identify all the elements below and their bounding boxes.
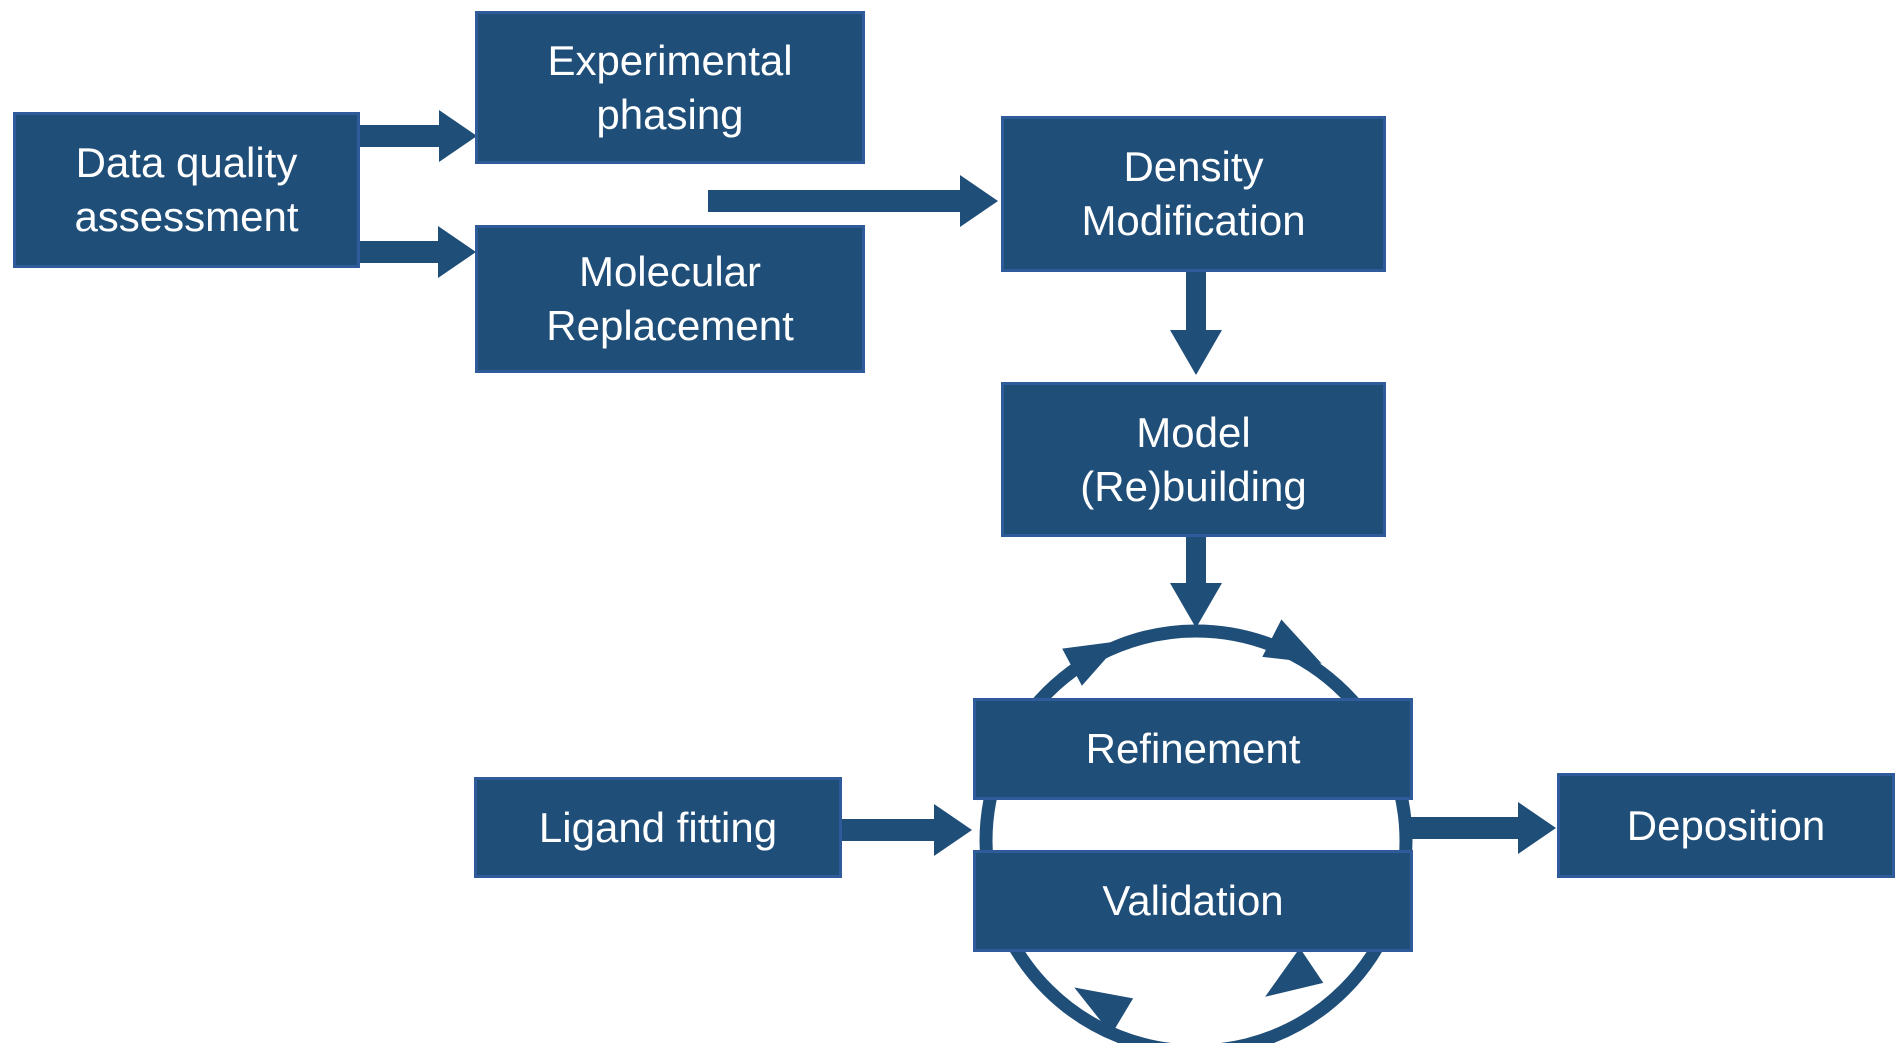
arrow-density-to-model: [1170, 272, 1222, 375]
node-model-rebuilding: Model (Re)building: [1001, 382, 1386, 537]
arrow-cycle-to-deposition: [1405, 802, 1556, 854]
cycle-arrowhead-top-left: [1062, 640, 1122, 686]
node-data-quality-assessment: Data quality assessment: [13, 112, 360, 268]
cycle-arrowhead-bottom-left: [1074, 987, 1134, 1035]
node-density-modification: Density Modification: [1001, 116, 1386, 272]
node-molecular-replacement: Molecular Replacement: [475, 225, 865, 373]
node-refinement: Refinement: [973, 698, 1413, 800]
node-deposition: Deposition: [1557, 773, 1895, 878]
cycle-arrowhead-bottom-right: [1265, 948, 1324, 997]
arrow-ligand-to-cycle: [842, 804, 972, 856]
node-ligand-fitting: Ligand fitting: [474, 777, 842, 878]
node-experimental-phasing: Experimental phasing: [475, 11, 865, 164]
cycle-ring: [979, 624, 1413, 1043]
cycle-arrowhead-top-right: [1262, 619, 1322, 664]
arrow-phasing-to-density: [708, 175, 998, 227]
arrow-dataquality-to-experimental: [360, 110, 477, 162]
arrow-model-to-cycle: [1170, 537, 1222, 628]
node-validation: Validation: [973, 850, 1413, 952]
arrow-dataquality-to-molecular: [360, 226, 476, 278]
